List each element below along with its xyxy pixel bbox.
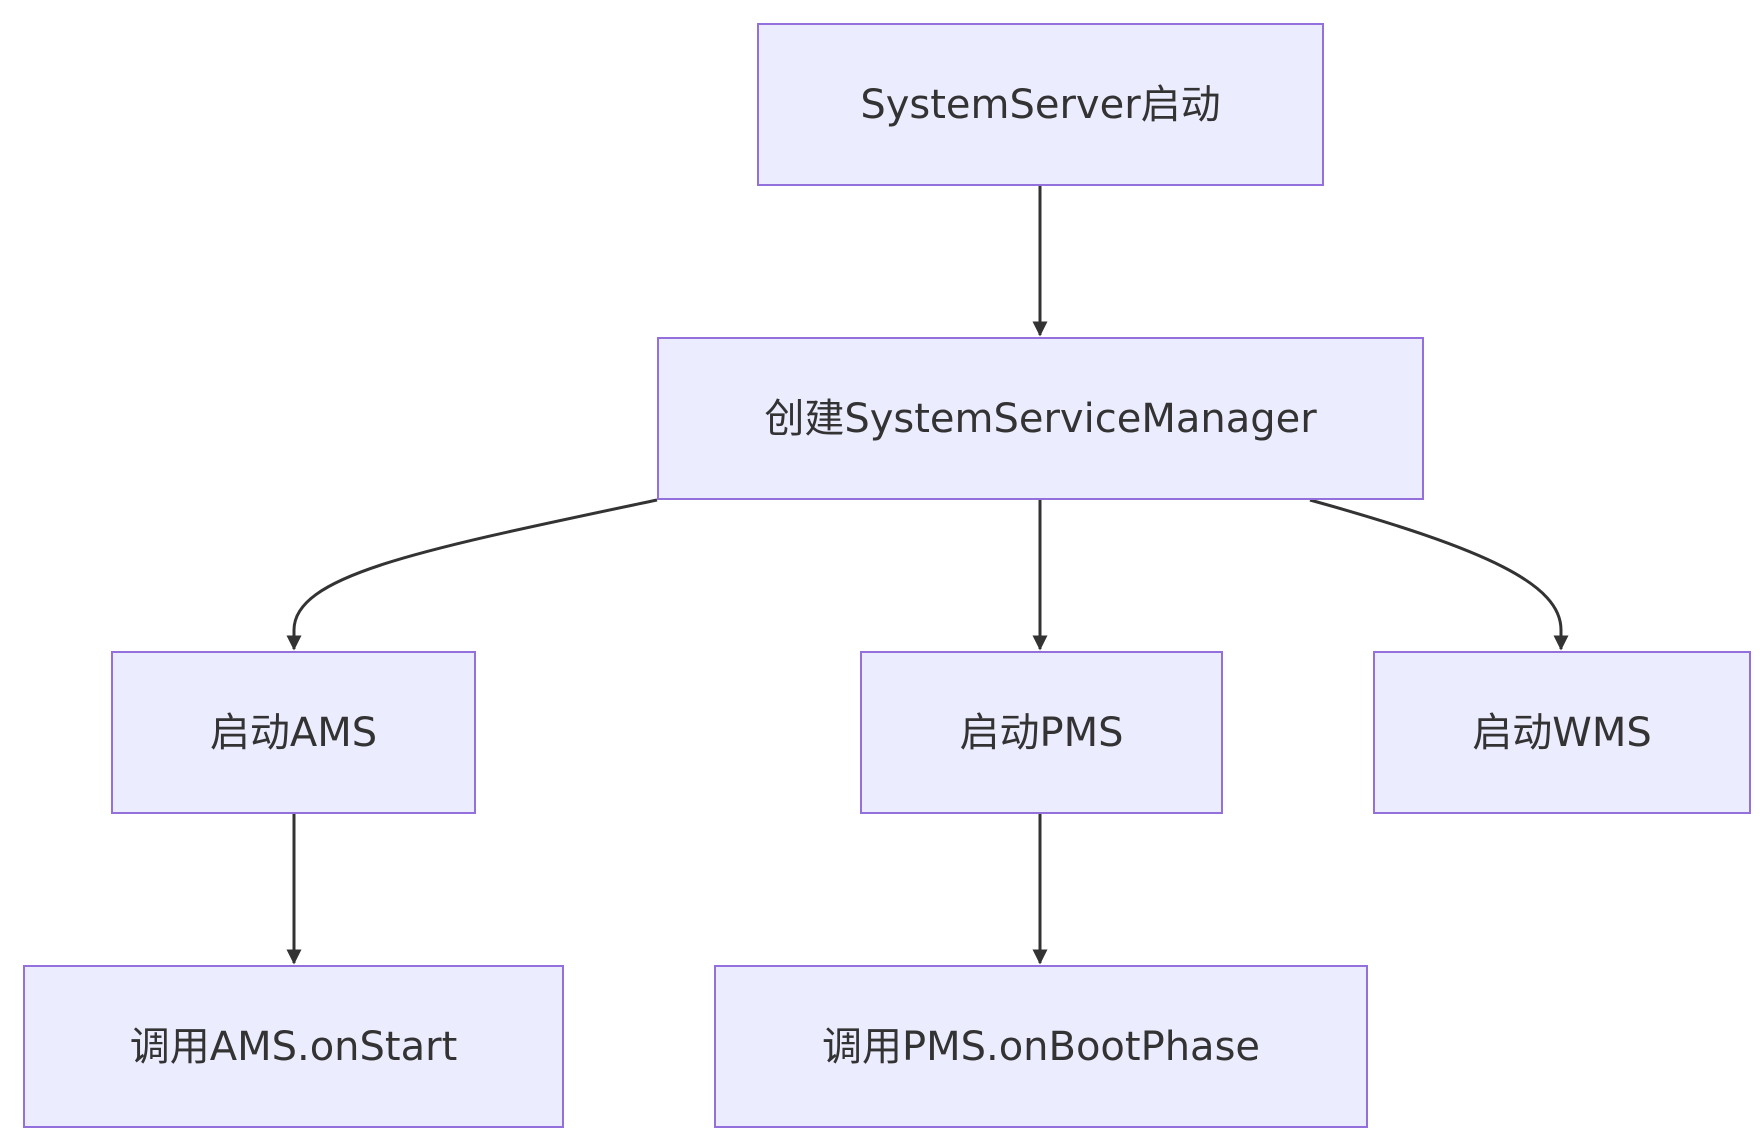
edge-n2-n5 xyxy=(1309,498,1569,651)
node-create-systemservicemanager: 创建SystemServiceManager xyxy=(657,337,1424,500)
node-call-pms-onbootphase: 调用PMS.onBootPhase xyxy=(714,965,1368,1128)
node-call-ams-onstart: 调用AMS.onStart xyxy=(23,965,564,1128)
node-start-pms: 启动PMS xyxy=(860,651,1223,814)
node-label: 启动PMS xyxy=(959,709,1124,756)
node-start-ams: 启动AMS xyxy=(111,651,476,814)
node-label: 启动WMS xyxy=(1472,709,1652,756)
node-label: 调用PMS.onBootPhase xyxy=(821,1023,1261,1070)
node-label: SystemServer启动 xyxy=(860,81,1221,128)
node-label: 启动AMS xyxy=(209,709,378,756)
edge-n2-n3 xyxy=(286,498,658,651)
node-start-wms: 启动WMS xyxy=(1373,651,1751,814)
node-label: 调用AMS.onStart xyxy=(129,1023,458,1070)
node-systemserver-start: SystemServer启动 xyxy=(757,23,1324,186)
node-label: 创建SystemServiceManager xyxy=(764,395,1317,442)
